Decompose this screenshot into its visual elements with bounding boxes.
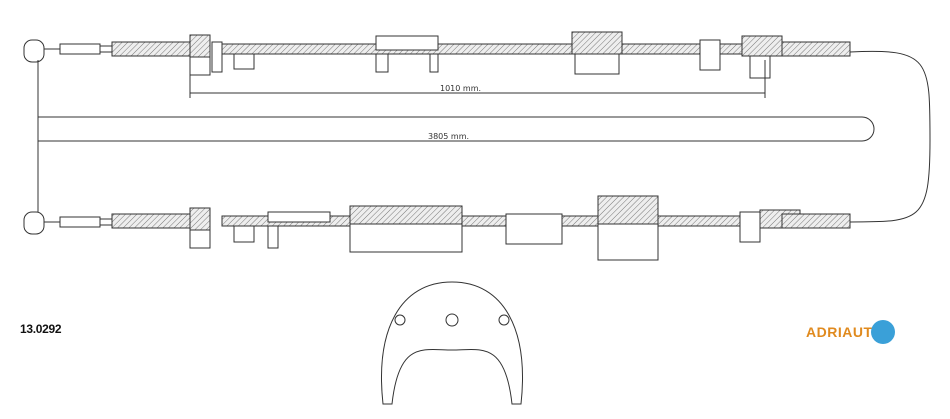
brand-logo-mark-icon — [870, 320, 895, 344]
inner-length-label: 1010 mm. — [440, 84, 481, 93]
brand-logo-text: ADRIAUT — [806, 324, 873, 340]
bracket-drawing — [381, 281, 523, 405]
part-number: 13.0292 — [20, 322, 62, 336]
lower-cable — [23, 195, 851, 261]
upper-cable — [23, 31, 851, 79]
brand-logo: ADRIAUT — [806, 318, 895, 346]
total-length-label: 3805 mm. — [428, 132, 469, 141]
cable-loop — [849, 50, 931, 223]
dimension-lines — [37, 60, 875, 212]
